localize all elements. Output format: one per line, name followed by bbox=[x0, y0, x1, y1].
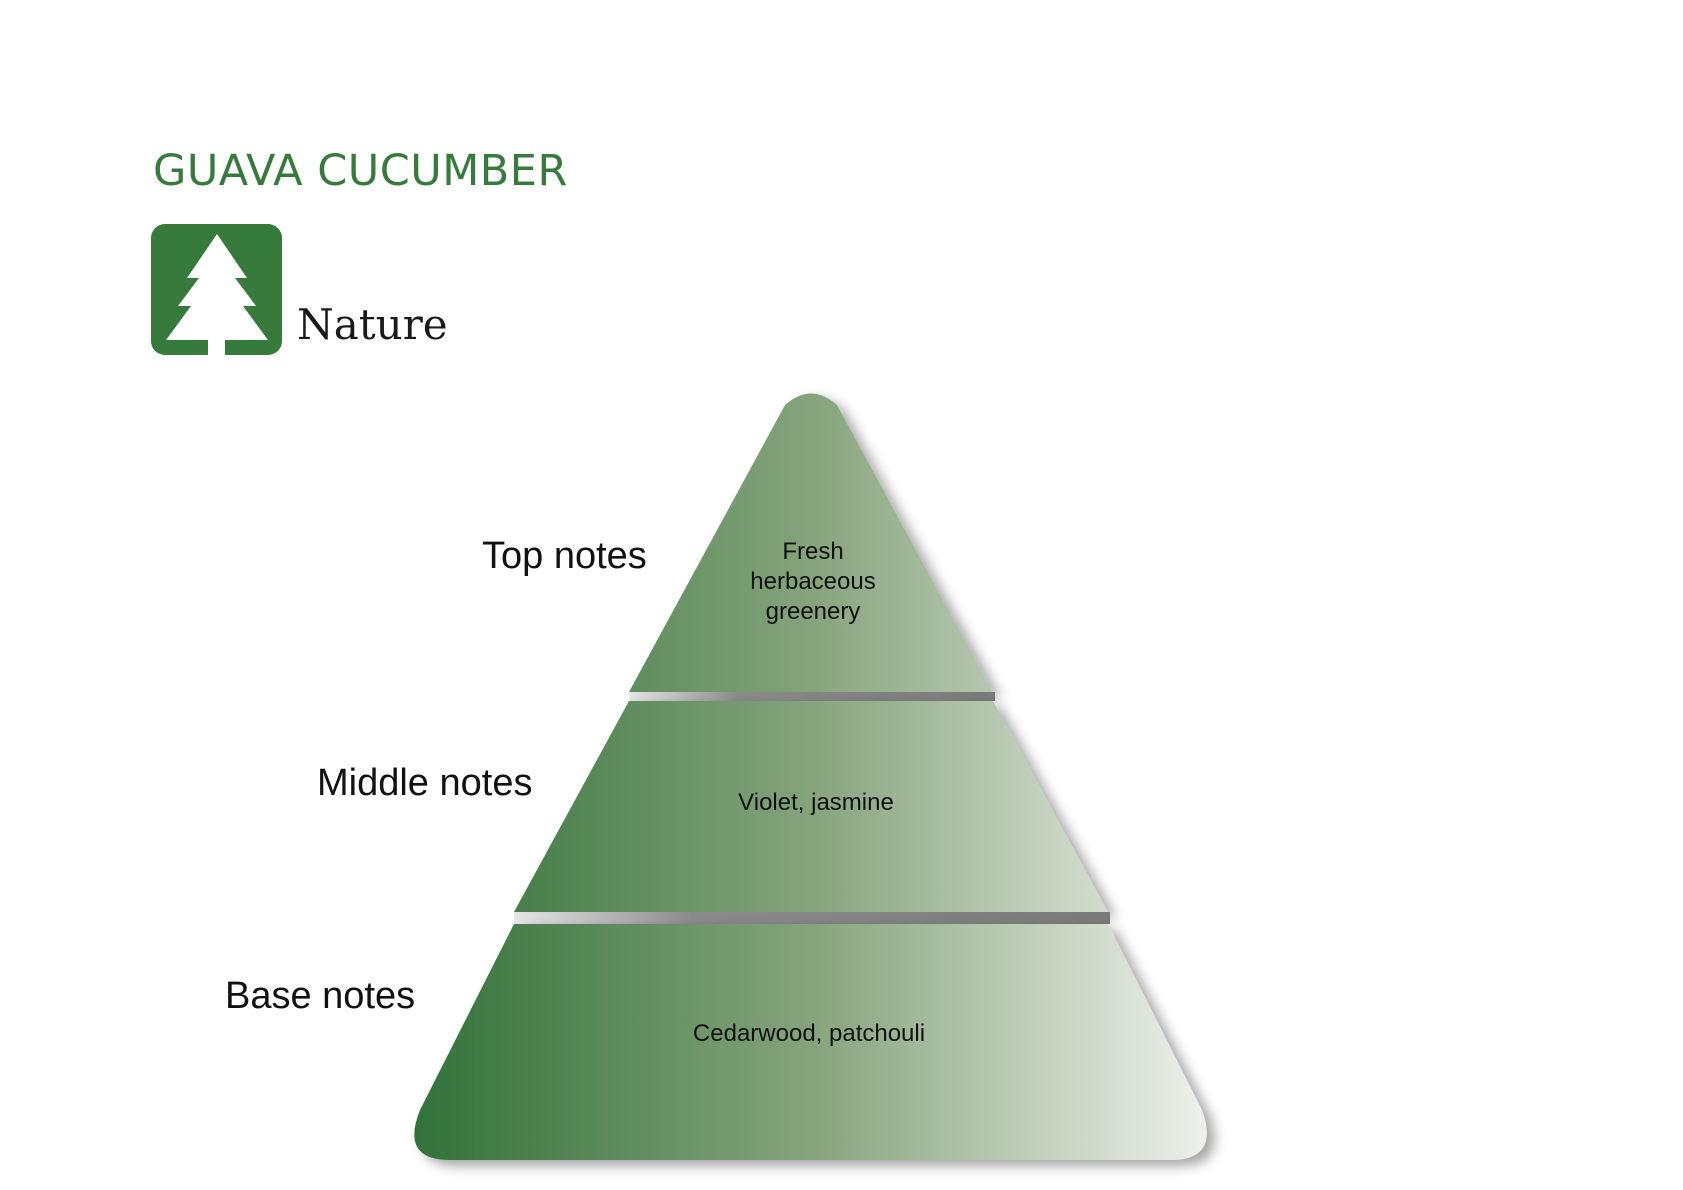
top-notes-label: Top notes bbox=[482, 535, 647, 577]
top-notes-line: greenery bbox=[765, 598, 861, 625]
base-notes-text: Cedarwood, patchouli bbox=[692, 1020, 926, 1047]
tree-icon bbox=[151, 224, 282, 355]
tier-middle bbox=[514, 701, 1108, 912]
tier-top bbox=[629, 393, 993, 692]
top-notes-line: herbaceous bbox=[750, 568, 876, 595]
separator-top bbox=[629, 692, 995, 701]
middle-notes-text: Violet, jasmine bbox=[738, 789, 894, 816]
product-title: GUAVA CUCUMBER bbox=[153, 146, 568, 196]
middle-notes-label: Middle notes bbox=[317, 762, 533, 804]
separator-bottom bbox=[514, 912, 1110, 924]
top-notes-line: Fresh bbox=[782, 538, 844, 565]
category-label: Nature bbox=[297, 300, 448, 349]
tier-base bbox=[414, 924, 1207, 1160]
top-notes-text: Fresh herbaceous greenery bbox=[750, 537, 875, 627]
base-notes-label: Base notes bbox=[225, 975, 416, 1017]
